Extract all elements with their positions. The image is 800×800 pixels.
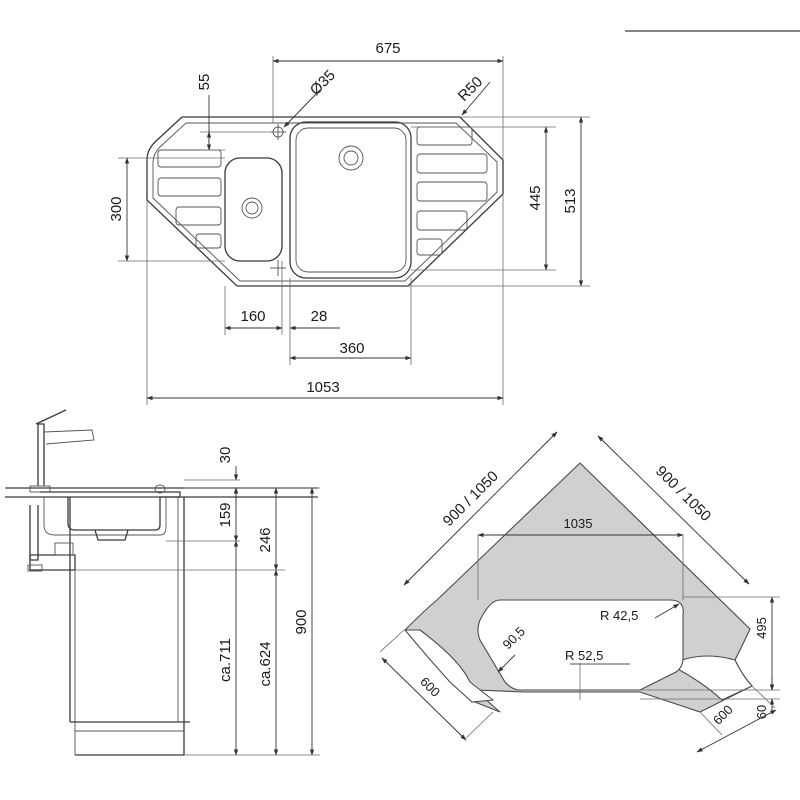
dim-160: 160 (240, 308, 265, 325)
dim-r525: R 52,5 (565, 648, 603, 663)
dim-55: 55 (196, 74, 213, 91)
dim-60: 60 (754, 705, 769, 719)
dim-711: ca.711 (217, 638, 234, 682)
sink-inner-rim (152, 122, 498, 282)
dim-624: ca.624 (257, 641, 274, 686)
right-drainboard-ribs (416, 126, 488, 256)
dim-445: 445 (527, 185, 544, 210)
sink-basin-section (40, 491, 181, 531)
dim-line-r50 (461, 81, 491, 116)
large-bowl (289, 121, 412, 279)
dim-300: 300 (108, 196, 125, 221)
right-cabinet-wedge (668, 655, 753, 701)
dim-900: 900 (293, 609, 310, 634)
dim-1053: 1053 (306, 379, 339, 396)
dim-495: 495 (754, 617, 769, 639)
tap-hole-bottom (270, 260, 286, 276)
faucet (29, 409, 95, 493)
dim-d35: Ø35 (307, 67, 339, 99)
dim-left-diag: 900 / 1050 (440, 468, 502, 530)
plan-view: 675 55 Ø35 R50 300 445 513 160 28 360 10… (108, 40, 590, 405)
dim-30: 30 (217, 447, 234, 464)
dim-28: 28 (311, 308, 328, 325)
dim-line-600-left (381, 657, 467, 741)
dim-675: 675 (375, 40, 400, 57)
small-bowl-drain (241, 197, 263, 219)
left-drainboard-ribs (157, 149, 222, 249)
large-bowl-drain (338, 145, 364, 171)
corner-view: 900 / 1050 900 / 1050 1035 R 42,5 90,5 R… (379, 431, 780, 753)
dim-line-right-diag (597, 435, 750, 585)
dim-line-d35 (283, 89, 321, 128)
dim-246: 246 (257, 527, 274, 552)
dim-line-600-right (696, 709, 777, 753)
dim-513: 513 (562, 188, 579, 213)
dim-r425: R 42,5 (600, 608, 638, 623)
dim-159: 159 (217, 502, 234, 527)
dim-r50: R50 (455, 73, 486, 104)
sink-cutout (477, 599, 684, 691)
dim-1035: 1035 (564, 516, 593, 531)
dim-360: 360 (339, 340, 364, 357)
dim-line-left-diag (403, 431, 558, 586)
small-bowl (224, 157, 283, 262)
side-view: 30 159 246 ca.711 ca.624 900 (5, 409, 320, 756)
drain-waste (27, 505, 129, 572)
dim-right-diag: 900 / 1050 (652, 463, 714, 525)
